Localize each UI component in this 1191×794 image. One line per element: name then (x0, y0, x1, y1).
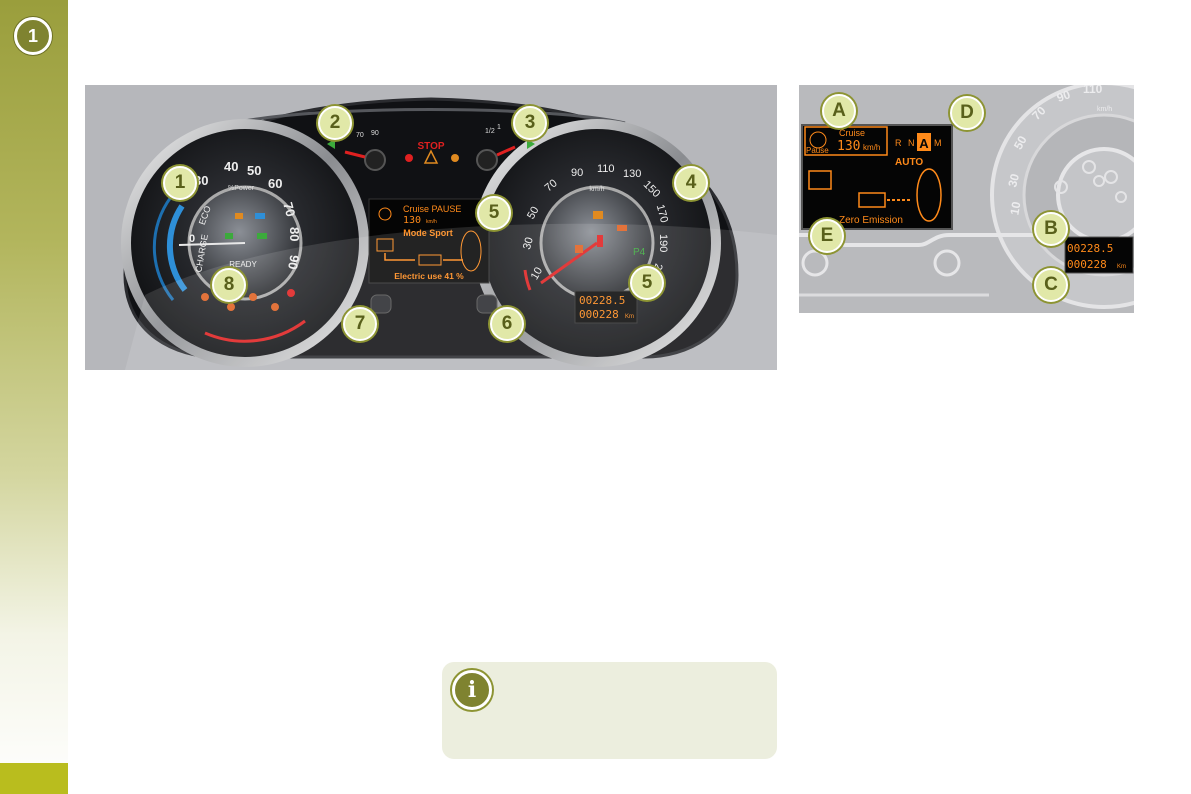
callout-2: 2 (318, 106, 352, 140)
callout-3: 3 (513, 106, 547, 140)
speed-tick: 90 (571, 167, 583, 179)
chapter-number-badge: 1 (14, 17, 52, 55)
temp-tick: 90 (371, 130, 379, 137)
callout-7: 7 (343, 307, 377, 341)
zoom-car-diagram-icon (916, 168, 942, 222)
zoom-total-odometer: 000228 (1067, 258, 1107, 271)
right-turn-arrow (527, 139, 535, 149)
zoom-cruise-icon (809, 131, 827, 149)
callout-d: D (950, 96, 984, 130)
speed-tick: 10 (529, 265, 546, 282)
zoom-speed-tick: 50 (1011, 133, 1030, 152)
zoom-engine-icon (808, 170, 832, 190)
zoom-speed-tick: 90 (1055, 87, 1073, 105)
stop-warning: STOP (417, 141, 444, 152)
total-odometer: 000228 (579, 308, 619, 321)
speed-tick: 130 (623, 168, 641, 180)
power-unit-label: %Power (228, 185, 255, 192)
instrument-cluster-figure: 30 40 50 60 70 80 90 %Power ECO 0 CHARGE… (85, 85, 777, 370)
left-turn-arrow (327, 139, 335, 149)
power-tick: 80 (287, 227, 302, 241)
callout-b: B (1034, 212, 1068, 246)
red-alert-lamp (405, 154, 413, 162)
callout-c: C (1034, 268, 1068, 302)
callout-6: 6 (490, 307, 524, 341)
info-icon: i (452, 670, 492, 710)
drive-mode: Mode Sport (403, 228, 453, 238)
fuel-tick: 1 (497, 124, 501, 131)
temp-tick: 70 (356, 132, 364, 139)
speed-unit-label: km/h (589, 186, 604, 193)
callout-5-odometer: 5 (630, 266, 664, 300)
cruise-icon (378, 207, 392, 221)
zoom-speed-tick: 110 (1083, 85, 1103, 96)
cruise-speed-unit: km/h (426, 219, 437, 225)
warning-lamps-left (201, 213, 295, 311)
gear-indicator: P4 (633, 247, 646, 258)
callout-5-display: 5 (477, 196, 511, 230)
zoom-trip-odometer: 00228.5 (1067, 242, 1113, 255)
zoom-cruise-speed-unit: km/h (863, 143, 880, 152)
info-note-box (442, 662, 777, 759)
power-tick: 70 (280, 200, 298, 218)
car-diagram-icon (460, 230, 482, 272)
ready-label: READY (229, 260, 257, 269)
left-stalk-button[interactable] (370, 294, 392, 314)
zoom-speed-tick: 30 (1005, 172, 1022, 189)
fuel-tick: 1/2 (485, 128, 495, 135)
battery-icon (418, 254, 442, 266)
chapter-sidebar (0, 0, 68, 794)
speed-tick: 190 (657, 234, 669, 252)
callout-8: 8 (212, 268, 246, 302)
electric-use: Electric use 41 % (394, 271, 464, 281)
power-tick: 40 (224, 159, 238, 174)
zoom-unit-label: km/h (1097, 106, 1112, 113)
power-tick: 50 (247, 163, 261, 178)
zoom-speed-tick: 10 (1007, 200, 1023, 216)
zoom-cruise-label: Cruise (839, 128, 865, 138)
power-tick: 60 (268, 176, 282, 191)
speed-tick: 170 (654, 203, 670, 224)
zero-label: 0 (189, 233, 195, 245)
callout-a: A (822, 94, 856, 128)
hazard-icon (423, 149, 439, 164)
speed-tick: 50 (525, 205, 542, 222)
cruise-status: Cruise PAUSE (403, 204, 461, 214)
cruise-speed: 130 (403, 215, 421, 226)
callout-1: 1 (163, 166, 197, 200)
trip-odometer: 00228.5 (579, 294, 625, 307)
speed-tick: 30 (521, 236, 536, 251)
right-stalk-button[interactable] (476, 294, 498, 314)
gearbox-mode: AUTO (895, 157, 923, 168)
power-tick: 30 (194, 173, 208, 188)
engine-icon (376, 238, 394, 252)
zoom-odometer-unit: Km (1117, 264, 1126, 270)
gear-r: R (895, 138, 902, 148)
callout-e: E (810, 219, 844, 253)
warning-lamps-right (575, 211, 627, 253)
gear-m: M (934, 138, 942, 148)
power-tick: 90 (285, 254, 302, 271)
odometer-unit: Km (625, 314, 634, 320)
zoom-warning-lamps (1054, 160, 1127, 203)
sidebar-footer-bar (0, 763, 68, 794)
zoom-pause-label: Pause (806, 146, 829, 155)
zoom-battery-icon (858, 192, 886, 208)
callout-4: 4 (674, 166, 708, 200)
gear-n: N (908, 138, 915, 148)
zoom-cruise-speed: 130 (837, 139, 860, 154)
speed-tick: 110 (597, 163, 615, 175)
gear-a-selected: A (919, 136, 929, 151)
zero-emission-label: Zero Emission (839, 215, 903, 226)
orange-alert-lamp (451, 154, 459, 162)
